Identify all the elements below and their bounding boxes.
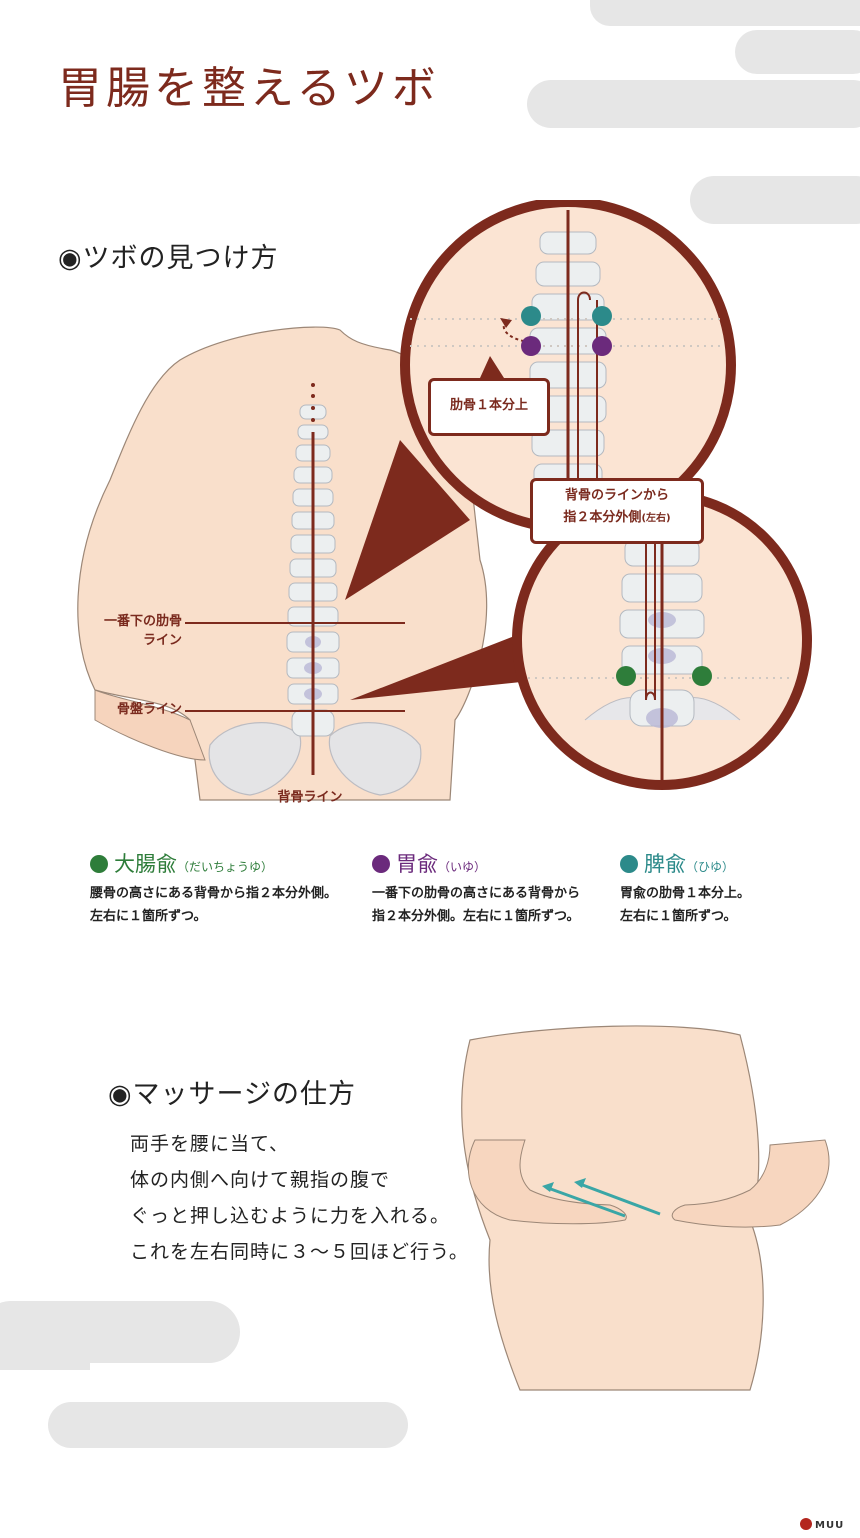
rib-one-up-text: 肋骨１本分上	[449, 398, 528, 413]
massage-line: これを左右同時に３〜５回ほど行う。	[130, 1241, 469, 1263]
massage-right-hand	[671, 1139, 830, 1228]
massage-line: 両手を腰に当て、	[130, 1133, 290, 1155]
massage-section-heading: ◉マッサージの仕方	[108, 1079, 357, 1110]
tsubo-name: 大腸兪	[114, 852, 177, 876]
hiyu-point-right	[592, 306, 612, 326]
tsubo-name: 脾兪	[644, 852, 686, 876]
spine-offset-callout: 背骨のラインから 指２本分外側(左右)	[530, 478, 704, 544]
tsubo-reading: （いゆ）	[438, 860, 487, 874]
tsubo-desc-line: 一番下の肋骨の高さにある背骨から	[372, 886, 581, 901]
tsubo-desc-line: 指２本分外側。左右に１箇所ずつ。	[372, 909, 580, 924]
tsubo-desc-line: 左右に１箇所ずつ。	[620, 909, 737, 924]
lowest-rib-line-label-1: 一番下の肋骨	[103, 614, 182, 629]
tsubo-name: 胃兪	[396, 852, 438, 876]
rib-one-up-callout: 肋骨１本分上	[428, 378, 550, 436]
push-arrow-1	[547, 1186, 626, 1218]
green-dot-icon	[90, 855, 108, 873]
rib-callout-pointer	[480, 356, 504, 378]
cloud-decoration-bottom	[0, 1350, 90, 1370]
cloud-decoration-top	[527, 80, 860, 128]
tsubo-item-hiyu: 脾兪（ひゆ） 胃兪の肋骨１本分上。 左右に１箇所ずつ。	[620, 848, 820, 928]
tsubo-desc: 胃兪の肋骨１本分上。 左右に１箇所ずつ。	[620, 882, 820, 928]
teal-dot-icon	[620, 855, 638, 873]
hiyu-point-left	[521, 306, 541, 326]
zoom-beam-lower	[350, 630, 540, 700]
pelvis-left	[208, 722, 302, 796]
tsubo-item-daichoyu: 大腸兪（だいちょうゆ） 腰骨の高さにある背骨から指２本分外側。 左右に１箇所ずつ…	[90, 848, 370, 928]
tsubo-reading: （ひゆ）	[686, 860, 735, 874]
page-title: 胃腸を整えるツボ	[58, 63, 440, 114]
cloud-decoration-top	[590, 0, 860, 26]
lowest-rib-line-label: 一番下の肋骨 ライン	[80, 612, 182, 650]
massage-instructions: 両手を腰に当て、 体の内側へ向けて親指の腹で ぐっと押し込むように力を入れる。 …	[130, 1126, 510, 1270]
brand-logo: MUU	[800, 1518, 844, 1531]
cloud-decoration-top	[690, 176, 860, 224]
left-arm	[94, 689, 206, 761]
cloud-decoration-top	[735, 30, 860, 74]
push-arrow-2	[579, 1182, 661, 1216]
spine-dots	[311, 383, 315, 422]
pelvis-right	[328, 722, 422, 796]
tsubo-title: 胃兪（いゆ）	[372, 848, 612, 878]
massage-line: 体の内側へ向けて親指の腹で	[130, 1169, 391, 1191]
vertebrae	[286, 404, 340, 737]
massage-line: ぐっと押し込むように力を入れる。	[130, 1205, 451, 1227]
tsubo-title: 脾兪（ひゆ）	[620, 848, 820, 878]
find-section-heading: ◉ツボの見つけ方	[58, 243, 279, 274]
daichoyu-point-right	[692, 666, 712, 686]
daichoyu-point-left	[616, 666, 636, 686]
spine-line-label: 背骨ライン	[277, 790, 343, 805]
cloud-decoration-bottom	[48, 1402, 408, 1448]
purple-dot-icon	[372, 855, 390, 873]
back-illustration	[77, 200, 812, 801]
iyu-point-right	[592, 336, 612, 356]
zoom-beam-upper	[345, 440, 470, 600]
tsubo-reading: （だいちょうゆ）	[177, 860, 274, 874]
iyu-point-left	[521, 336, 541, 356]
massage-left-hand	[467, 1139, 627, 1225]
pelvis-line-label: 骨盤ライン	[116, 702, 182, 717]
spine-offset-text-2: 指２本分外側(左右)	[563, 510, 671, 525]
tsubo-title: 大腸兪（だいちょうゆ）	[90, 848, 370, 878]
lowest-rib-line-label-2: ライン	[142, 633, 182, 648]
brand-mark-icon	[800, 1518, 812, 1530]
brand-name: MUU	[815, 1520, 845, 1531]
tsubo-desc: 腰骨の高さにある背骨から指２本分外側。 左右に１箇所ずつ。	[90, 882, 370, 928]
torso-shape	[77, 326, 488, 801]
tsubo-desc-line: 左右に１箇所ずつ。	[90, 909, 207, 924]
spine-offset-text-1: 背骨のラインから	[564, 488, 669, 503]
tsubo-item-iyu: 胃兪（いゆ） 一番下の肋骨の高さにある背骨から 指２本分外側。左右に１箇所ずつ。	[372, 848, 612, 928]
tsubo-desc-line: 腰骨の高さにある背骨から指２本分外側。	[90, 886, 338, 901]
massage-illustration	[461, 1025, 830, 1391]
tsubo-desc-line: 胃兪の肋骨１本分上。	[620, 886, 751, 901]
spine-offset-small: (左右)	[641, 513, 671, 524]
tsubo-desc: 一番下の肋骨の高さにある背骨から 指２本分外側。左右に１箇所ずつ。	[372, 882, 612, 928]
